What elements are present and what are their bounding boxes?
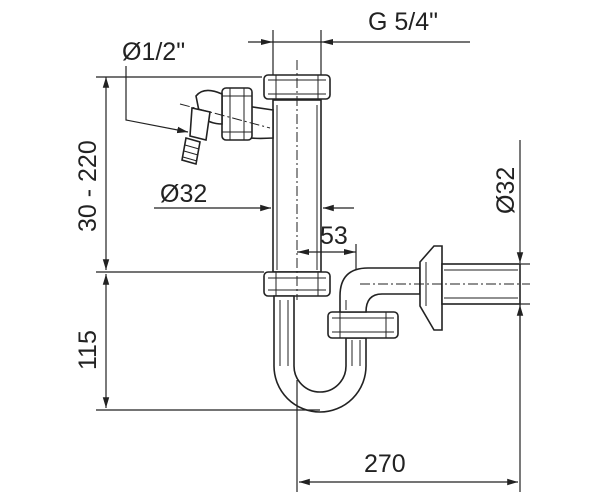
trap-height-label: 115 xyxy=(74,330,102,370)
hose-connector-label: Ø1/2" xyxy=(122,38,185,66)
trap-coupling-nut xyxy=(327,311,399,339)
outlet-length-label: 270 xyxy=(364,450,406,478)
side-inlet-fitting xyxy=(181,87,274,166)
wall-flange xyxy=(419,245,443,331)
side-inlet-diameter-label: Ø32 xyxy=(160,180,207,208)
height-range-label: 30 - 220 xyxy=(74,140,102,232)
offset-label: 53 xyxy=(320,222,348,250)
outlet-diameter-label: Ø32 xyxy=(492,167,520,214)
inlet-centerline xyxy=(179,103,271,129)
hose-connector-leader xyxy=(125,66,189,134)
pipe-thread-label: G 5/4" xyxy=(368,8,438,36)
outlet-elbow xyxy=(339,267,421,313)
